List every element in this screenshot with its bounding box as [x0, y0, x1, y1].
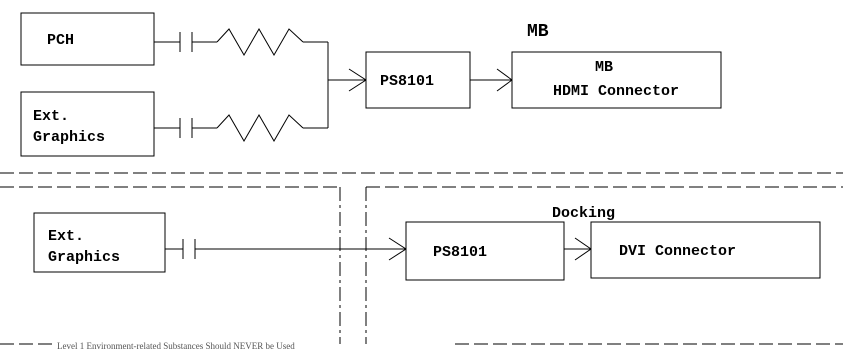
dvi-connector-label: DVI Connector [619, 243, 736, 260]
docking-capacitor-link [165, 237, 407, 261]
mb-section-title: MB [527, 22, 549, 42]
mb-merge-arrow [327, 42, 367, 128]
mb-ps8101-box [365, 51, 471, 109]
dvi-connector-box [590, 221, 821, 279]
docking-section-title: Docking [552, 205, 615, 222]
docking-ps8101-label: PS8101 [433, 244, 487, 261]
mb-ext-graphics-label-line1: Ext. [33, 108, 69, 125]
hdmi-connector-label-line1: MB [595, 59, 613, 76]
mb-ps8101-to-hdmi-arrow [470, 68, 513, 92]
docking-ext-graphics-box [33, 212, 166, 273]
mb-ext-graphics-capacitor-resistor-link [154, 113, 328, 143]
pch-box [20, 12, 155, 66]
mb-ps8101-label: PS8101 [380, 73, 434, 90]
docking-ps8101-to-dvi-arrow [564, 237, 592, 261]
hdmi-connector-label-line2: HDMI Connector [553, 83, 679, 100]
mb-hdmi-connector-box [511, 51, 722, 109]
docking-ext-graphics-label-line2: Graphics [48, 249, 120, 266]
pch-label: PCH [47, 32, 74, 49]
docking-ext-graphics-label-line1: Ext. [48, 228, 84, 245]
mb-ext-graphics-box [20, 91, 155, 157]
docking-ps8101-box [405, 221, 565, 281]
footer-note: Level 1 Environment-related Substances S… [57, 341, 295, 350]
pch-capacitor-resistor-link [154, 27, 328, 57]
mb-ext-graphics-label-line2: Graphics [33, 129, 105, 146]
